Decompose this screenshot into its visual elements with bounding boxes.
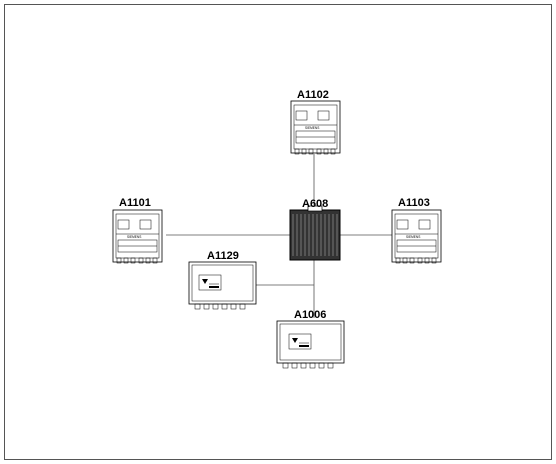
node-a1103-brand: SIEMENS	[406, 235, 420, 239]
node-a1101-label: A1101	[119, 197, 151, 209]
node-a1103-label: A1103	[398, 197, 430, 209]
node-a608[interactable]	[289, 205, 341, 261]
node-a1129[interactable]	[188, 261, 257, 310]
node-a1129-label: A1129	[207, 250, 239, 262]
node-a1103[interactable]: SIEMENS	[391, 209, 442, 264]
node-a1101-brand: SIEMENS	[127, 235, 141, 239]
node-a1102-brand: SIEMENS	[305, 126, 319, 130]
diagram-border	[4, 4, 552, 460]
node-a1006[interactable]	[276, 320, 345, 369]
node-a1006-label: A1006	[294, 309, 326, 321]
node-a1102-label: A1102	[297, 89, 329, 101]
node-a1101[interactable]: SIEMENS	[112, 209, 163, 264]
connection-lines	[166, 154, 392, 318]
node-a608-label: A608	[302, 198, 328, 210]
node-a1102[interactable]: SIEMENS	[290, 100, 341, 155]
